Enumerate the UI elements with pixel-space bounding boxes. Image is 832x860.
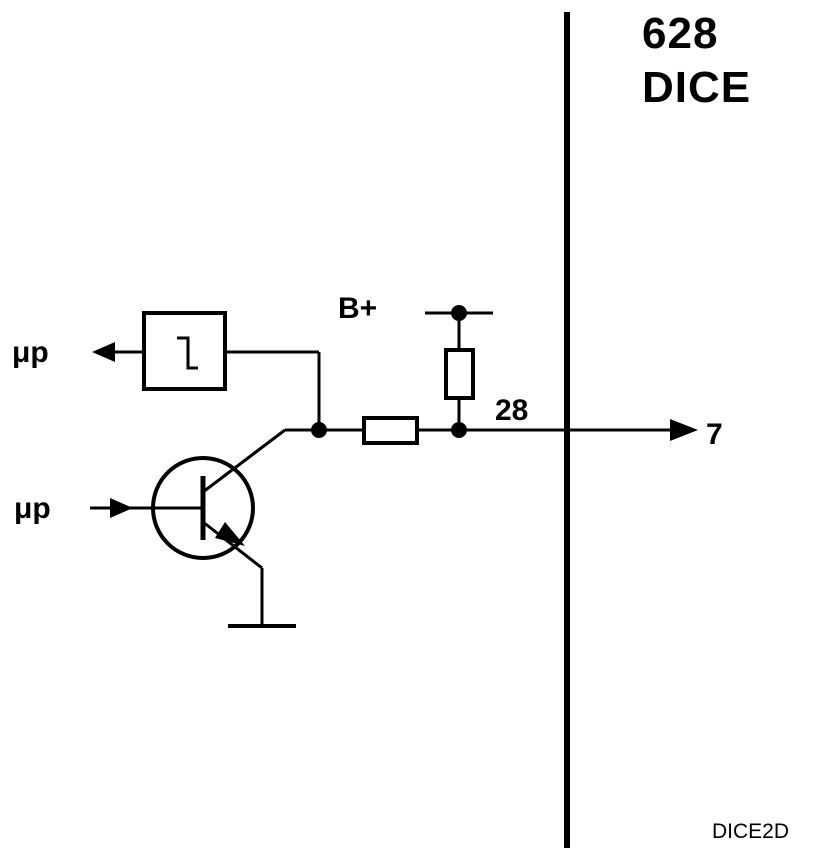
pullup-resistor-icon [444,348,475,400]
up-input-arrow-icon [110,498,133,518]
up-output-arrow-icon [92,342,115,362]
series-resistor-icon [362,416,419,445]
pin-label: 28 [495,394,528,427]
supply-label: B+ [338,292,377,325]
drawing-id-label: DICE2D [712,820,789,843]
transistor-collector-lead [202,428,286,494]
transistor-emitter-lead [202,520,263,570]
up-input-label: μp [14,492,51,525]
output-arrow-icon [670,419,698,441]
module-number-label: 628 [642,9,718,58]
step-symbol-icon [177,336,198,370]
up-output-label: μp [12,336,49,369]
junction-dot-icon [451,305,467,321]
module-name-label: DICE [642,63,751,112]
emitter-arrow-icon [215,522,245,546]
output-terminal-label: 7 [706,418,723,451]
junction-dot-icon [451,422,467,438]
filter-block-icon [142,311,227,391]
